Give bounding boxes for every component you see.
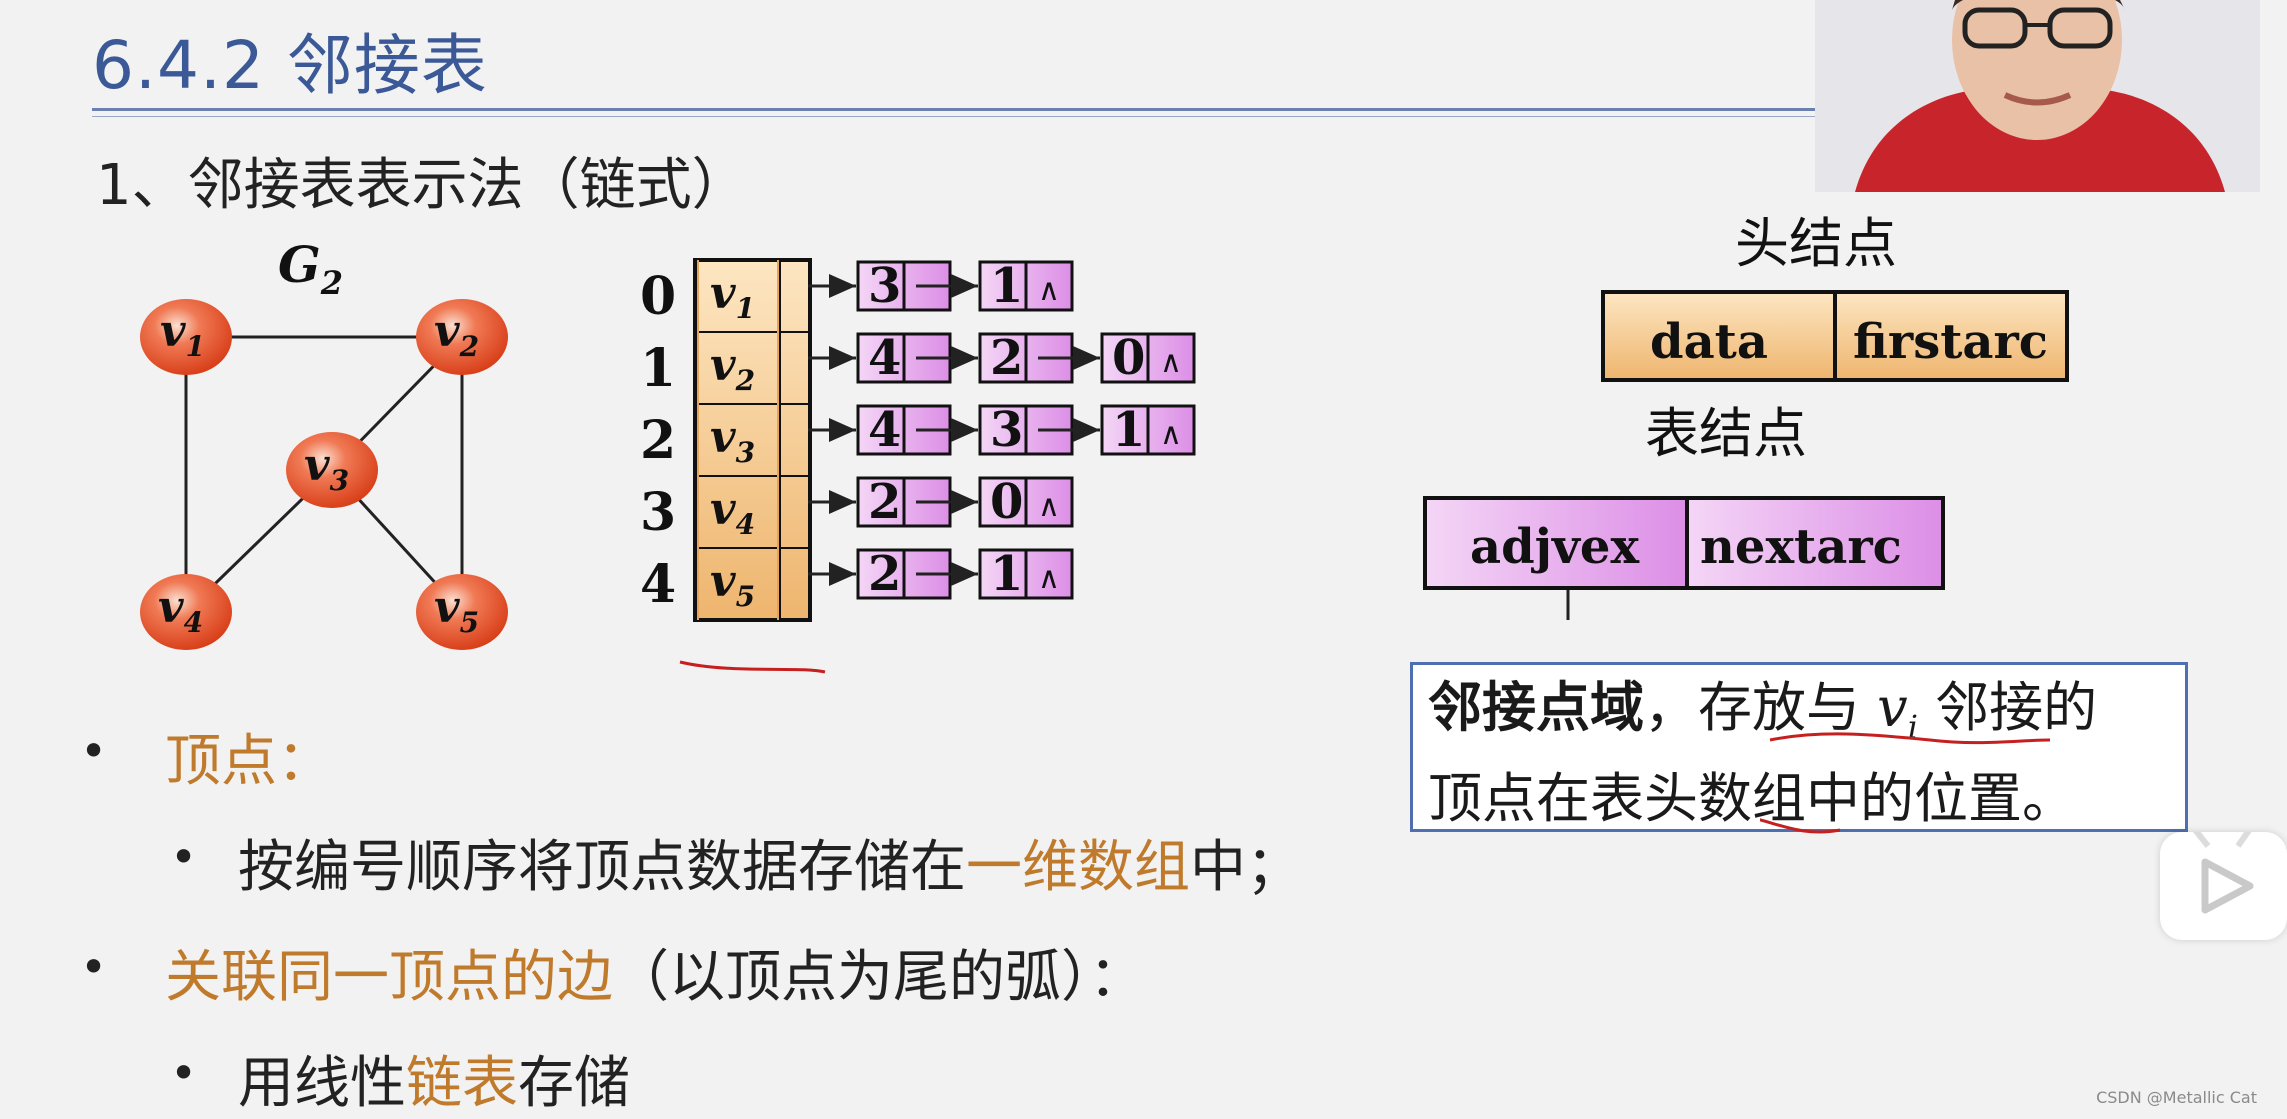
vertex-v5: v5	[416, 574, 508, 650]
arc-node: 3	[978, 402, 1100, 458]
presenter-video	[1815, 0, 2260, 192]
arc-node: 0∧	[1100, 330, 1196, 386]
graph-g2: G2 v1 v2 v3 v4 v5	[140, 240, 508, 650]
bullet-marker: •	[80, 724, 108, 778]
arc-node: 4	[856, 402, 978, 458]
head-vertex: v4	[710, 484, 755, 541]
null-pointer-icon: ∧	[1160, 345, 1182, 380]
play-button[interactable]	[2160, 824, 2287, 940]
row-index: 4	[640, 554, 676, 615]
slide-title: 6.4.2 邻接表	[92, 27, 488, 104]
title-divider-thin	[92, 116, 1817, 117]
arc-adjvex: 0	[1112, 330, 1145, 386]
svg-text:v1: v1	[160, 306, 205, 363]
svg-text:v5: v5	[434, 582, 479, 639]
row-index: 3	[640, 482, 676, 543]
head-field-firstarc	[1833, 290, 2069, 382]
arc-node: 4	[856, 330, 978, 386]
bullet-linked-list: 用线性链表存储	[238, 1051, 630, 1116]
arc-adjvex: 4	[868, 402, 901, 458]
arc-node: 1∧	[1100, 402, 1196, 458]
arc-adjvex: 2	[868, 474, 901, 530]
arc-node: 1∧	[978, 546, 1074, 602]
slide-subtitle: 1、邻接表表示法（链式）	[96, 153, 748, 218]
head-vertex: v3	[710, 412, 755, 469]
arc-adjvex: 1	[990, 258, 1023, 314]
svg-text:v3: v3	[304, 440, 349, 497]
adjvex-description: 邻接点域，存放与 vi 邻接的 顶点在表头数组中的位置。	[1428, 676, 2098, 830]
head-vertex: v1	[710, 268, 755, 325]
arc-node: 0∧	[978, 474, 1074, 530]
arc-adjvex: 3	[868, 258, 901, 314]
table-field-adjvex	[1423, 496, 1689, 590]
underline-annotation	[679, 660, 826, 674]
play-icon	[2189, 824, 2255, 914]
row-index: 0	[640, 266, 676, 327]
arc-adjvex: 2	[990, 330, 1023, 386]
handwritten-annotation	[1760, 732, 2051, 834]
table-node-label: 表结点	[1645, 402, 1807, 465]
bullet-vertex-array: 按编号顺序将顶点数据存储在一维数组中；	[238, 835, 1302, 900]
arc-node: 2	[856, 546, 978, 602]
arc-adjvex: 0	[990, 474, 1023, 530]
svg-text:adjvex: adjvex	[1470, 519, 1639, 575]
head-vertex: v2	[710, 340, 755, 397]
head-vertex: v5	[710, 556, 755, 613]
node-structure-diagram: 头结点 data firstarc 表结点 adjvex nextarc	[1423, 212, 2069, 620]
head-field-data	[1601, 290, 1837, 382]
arc-adjvex: 1	[1112, 402, 1145, 458]
null-pointer-icon: ∧	[1160, 417, 1182, 452]
row-index: 1	[640, 338, 676, 399]
head-node-label: 头结点	[1735, 212, 1897, 275]
arc-adjvex: 4	[868, 330, 901, 386]
arc-adjvex: 1	[990, 546, 1023, 602]
vertex-v3: v3	[286, 432, 378, 508]
svg-text:nextarc: nextarc	[1700, 519, 1902, 575]
svg-text:firstarc: firstarc	[1853, 314, 2048, 370]
title-divider	[92, 108, 1817, 111]
row-index: 2	[640, 410, 676, 471]
vertex-v4: v4	[140, 574, 232, 650]
arc-node: 2	[856, 474, 978, 530]
head-array	[693, 258, 812, 622]
arc-node: 1∧	[978, 258, 1074, 314]
bullet-marker: •	[170, 1046, 198, 1100]
bullet-marker: •	[80, 940, 108, 994]
presenter-figure	[1815, 0, 2260, 192]
bullet-edges: 关联同一顶点的边（以顶点为尾的弧）：	[165, 945, 1145, 1010]
desc-bold: 邻接点域	[1428, 676, 1644, 739]
svg-text:data: data	[1650, 314, 1768, 370]
arc-node: 3	[856, 258, 978, 314]
watermark: CSDN @Metallic Cat	[2096, 1088, 2257, 1107]
bullet-marker: •	[170, 830, 198, 884]
null-pointer-icon: ∧	[1038, 273, 1060, 308]
vertex-v1: v1	[140, 299, 232, 375]
svg-text:v4: v4	[158, 582, 203, 639]
svg-text:v2: v2	[434, 306, 479, 363]
adjvex-description-box	[1410, 662, 2188, 832]
arc-node: 2	[978, 330, 1100, 386]
vertex-v2: v2	[416, 299, 508, 375]
arc-adjvex: 2	[868, 546, 901, 602]
bullet-vertex: 顶点：	[165, 729, 333, 794]
null-pointer-icon: ∧	[1038, 561, 1060, 596]
null-pointer-icon: ∧	[1038, 489, 1060, 524]
graph-name: G2	[278, 240, 343, 302]
table-field-nextarc	[1685, 496, 1945, 590]
arc-adjvex: 3	[990, 402, 1023, 458]
